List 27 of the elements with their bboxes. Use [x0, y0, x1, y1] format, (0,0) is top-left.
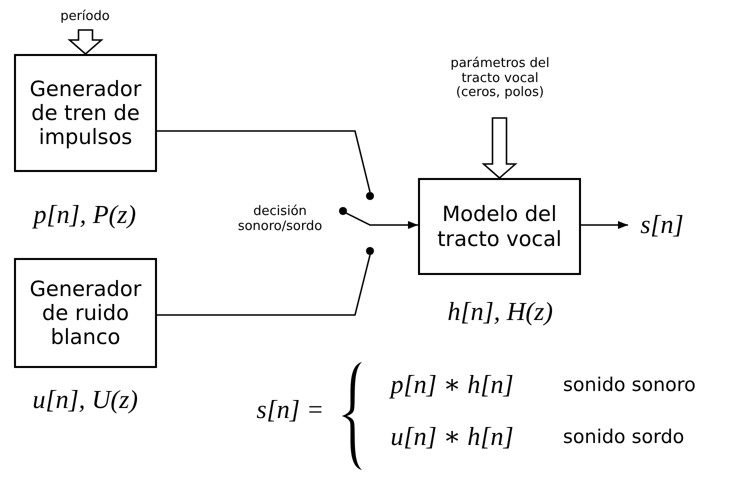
switch-contact-dot	[339, 207, 347, 215]
annotation-text: parámetros del tracto vocal (ceros, polos)	[445, 44, 555, 114]
connector-line	[157, 254, 371, 316]
process-box	[14, 258, 157, 368]
connector-line	[157, 130, 371, 192]
output-signal-label: s[n]	[632, 205, 692, 245]
arrow	[581, 221, 628, 229]
signal-label: u[n], U(z)	[32, 385, 138, 415]
hollow-arrow	[482, 117, 518, 179]
process-box	[14, 54, 157, 172]
switch-label: decisión sonoro/sordo	[236, 205, 324, 235]
arrow	[346, 212, 418, 229]
process-box	[418, 178, 581, 275]
switch-contact-dot	[366, 192, 374, 200]
case-label: sonido sonoro	[563, 374, 696, 396]
equation-label: s[n] =	[256, 395, 324, 425]
equation-term: p[n] ∗ h[n]	[390, 370, 514, 400]
switch-contact-dot	[366, 247, 374, 255]
box-text: Modelo del tracto vocal	[436, 202, 563, 251]
box-text: Generador de ruido blanco	[28, 276, 142, 350]
signal-label: p[n], P(z)	[34, 200, 136, 230]
annotation-text: período	[55, 8, 115, 26]
hollow-arrow	[68, 29, 104, 55]
box-text: Generador de tren de impulsos	[28, 76, 142, 150]
signal-label: h[n], H(z)	[448, 297, 553, 327]
case-label: sonido sordo	[563, 426, 684, 448]
equation-term: u[n] ∗ h[n]	[390, 422, 514, 452]
